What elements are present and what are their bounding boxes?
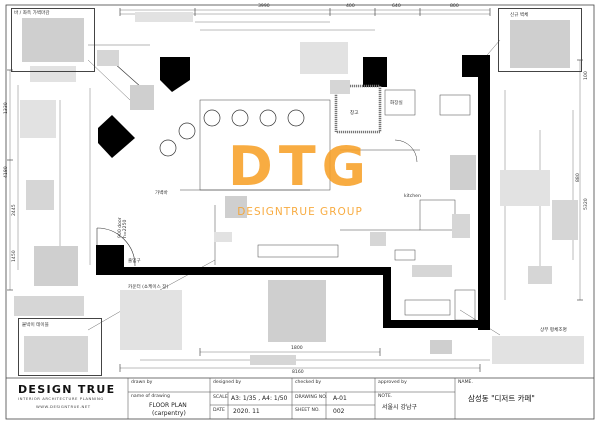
note-value: 서울시 강남구	[382, 404, 418, 411]
watermark-logo: DTG	[228, 135, 372, 198]
blur-block	[268, 280, 326, 342]
blur-block	[24, 336, 88, 372]
blur-block	[34, 246, 78, 286]
company-logo: DESIGN TRUE	[18, 383, 116, 396]
note-title-right: 상부 평체조명	[540, 328, 567, 333]
scale-value: A3: 1/35 , A4: 1/50	[231, 395, 288, 402]
blur-block	[370, 232, 386, 246]
bar-stools	[159, 109, 305, 157]
blur-block	[22, 18, 84, 62]
scale-label: SCALE	[213, 395, 228, 400]
sheet-no-label: SHEET NO.	[295, 408, 320, 413]
date-value: 2020. 11	[233, 408, 260, 415]
project-title: 삼성동 "디저트 카페"	[468, 394, 535, 403]
note-title-top-right: 신규 벽체	[510, 13, 529, 18]
watermark-subtitle: DESIGNTRUE GROUP	[237, 206, 363, 218]
blur-block	[120, 290, 182, 350]
designed-by-label: designed by	[213, 380, 242, 385]
note-box-top-left	[11, 8, 95, 72]
blur-block	[214, 232, 232, 242]
blur-block	[14, 296, 84, 316]
inner-door-swing	[394, 139, 418, 163]
blur-block	[130, 85, 154, 110]
note-title-top-left: 바 / 좌측 가벽마감	[14, 11, 50, 16]
dim-top-mid: 400	[346, 4, 355, 9]
blur-block	[430, 340, 452, 354]
blur-block	[30, 66, 76, 82]
sheet-no-value: 002	[333, 408, 345, 415]
blur-block	[330, 80, 350, 94]
room-label-storage: 창고	[350, 111, 359, 116]
entrance-door-swing	[96, 227, 136, 267]
partition-wall	[334, 84, 382, 134]
drawn-by-label: drawn by	[131, 380, 153, 385]
blur-block	[135, 12, 193, 22]
note-label: NOTE.	[378, 394, 393, 399]
dim-left-b: 4180	[4, 166, 9, 178]
blur-block	[510, 20, 570, 68]
dim-top-right-a: 640	[392, 4, 401, 9]
room-label-entrance: 출입구	[128, 259, 141, 264]
dim-left-d: 1450	[12, 250, 17, 262]
blur-block	[450, 155, 476, 190]
dim-bottom-total: 8160	[292, 370, 304, 375]
blur-block	[492, 336, 584, 364]
dim-left-a: 1330	[4, 102, 9, 114]
blur-block	[20, 100, 56, 138]
name-label: NAME.	[458, 380, 473, 385]
company-tagline: INTERIOR ARCHITECTURE PLANNING	[18, 396, 104, 401]
dim-top-right-b: 800	[450, 4, 459, 9]
company-website: WWW.DESIGNTRUE.NET	[36, 404, 91, 409]
room-label-toilet: 화장실	[390, 101, 403, 106]
room-label-counter: 카운터 (쇼케이스 장)	[128, 285, 169, 290]
dim-right-b: 5320	[584, 198, 589, 210]
blur-block	[500, 170, 550, 206]
blur-block	[225, 196, 247, 218]
dim-left-c: 2445	[12, 204, 17, 216]
dimension-ticks	[7, 8, 583, 372]
blur-block	[528, 266, 552, 284]
dim-door: 900 door h=2250	[118, 217, 128, 238]
blur-block	[97, 50, 119, 66]
blur-block	[300, 42, 348, 74]
blur-block	[412, 265, 452, 277]
room-label-kitchen: kitchen	[404, 194, 421, 199]
note-box-top-right	[498, 8, 582, 72]
drawing-name: FLOOR PLAN	[149, 402, 187, 409]
name-of-drawing-label: name of drawing	[131, 394, 170, 399]
sheet-border	[5, 4, 595, 420]
dim-top-main: 3990	[258, 4, 270, 9]
date-label: DATE	[213, 408, 225, 413]
blur-block	[250, 355, 296, 365]
drawing-no-label: DRAWING NO.	[295, 395, 328, 400]
drawing-no-value: A-01	[333, 395, 347, 402]
dim-right-c: 880	[576, 173, 581, 182]
approved-by-label: approved by	[378, 380, 407, 385]
blur-block	[452, 214, 470, 238]
blur-block	[26, 180, 54, 210]
blur-block	[552, 200, 578, 240]
note-box-bottom-left	[18, 318, 102, 376]
drawing-subtitle: (carpentry)	[152, 410, 186, 417]
dim-right-a: 100	[584, 71, 589, 80]
dimension-lines	[9, 9, 581, 369]
room-label-hall: 가벽바	[155, 191, 168, 196]
walls	[96, 55, 490, 330]
dim-bottom-mid: 1800	[291, 346, 303, 351]
note-title-bottom-left: 붙박이 테이블	[22, 323, 49, 328]
checked-by-label: checked by	[295, 380, 322, 385]
